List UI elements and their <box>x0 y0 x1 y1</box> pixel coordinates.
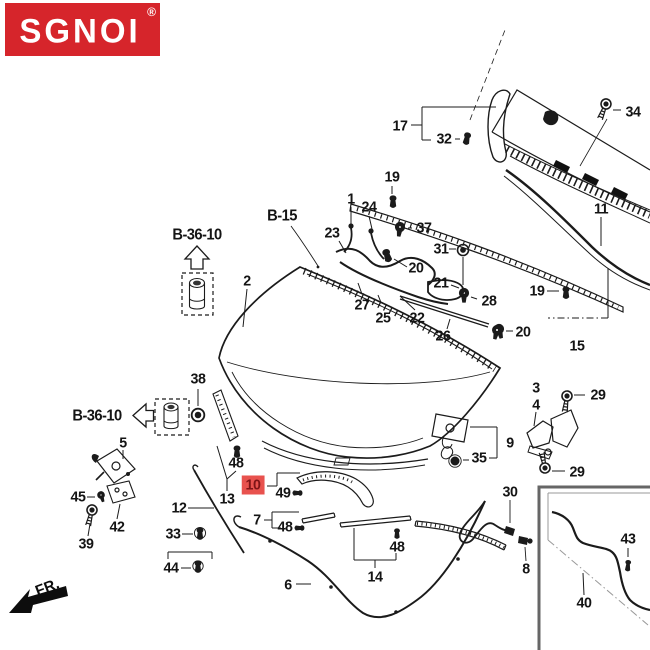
brand-logo: SGNOI ® <box>5 3 160 56</box>
striker-bracket-9 <box>431 413 498 468</box>
washer-hose-rear <box>458 500 533 562</box>
hood-seal-6 <box>233 500 486 619</box>
clip-48a-icon <box>233 445 241 458</box>
hood-panel <box>218 225 502 459</box>
support-rod-26 <box>399 295 513 341</box>
grommet-38-icon <box>190 407 206 423</box>
clip-19b-icon <box>562 286 570 299</box>
bolt-39-icon <box>82 503 99 528</box>
clip-33-icon <box>196 527 204 540</box>
stay-13-group <box>190 389 241 491</box>
bolt-34-icon <box>594 96 614 122</box>
ref-b36-10-top <box>181 245 214 316</box>
strip-7-group <box>264 511 336 531</box>
clip-32-icon <box>462 131 472 146</box>
screw-37-icon <box>393 221 406 238</box>
cowl-top-assembly <box>411 29 650 291</box>
strip-14-group <box>339 515 507 568</box>
clip-48c-icon <box>394 528 400 539</box>
registered-mark-icon: ® <box>147 5 156 19</box>
hood-latch-group <box>82 448 136 537</box>
clip-49-icon <box>292 490 303 496</box>
clip-19a-icon <box>389 195 397 208</box>
bolt-29-top-icon <box>559 389 574 414</box>
grommet-31-icon <box>456 243 470 257</box>
rod-12-group <box>167 464 245 573</box>
clip-43-icon <box>624 559 632 572</box>
hood-front-edge <box>261 440 429 471</box>
inset-detail-box <box>537 485 650 650</box>
clip-48b-icon <box>294 525 305 531</box>
fr-arrow-icon <box>9 586 68 613</box>
clip-20a-icon <box>381 248 393 263</box>
screw-45-icon <box>96 490 107 503</box>
hinge-assembly <box>526 389 585 475</box>
strip-10-group <box>267 471 374 508</box>
brand-name: SGNOI <box>19 11 141 50</box>
ref-b36-10-left <box>132 398 190 436</box>
